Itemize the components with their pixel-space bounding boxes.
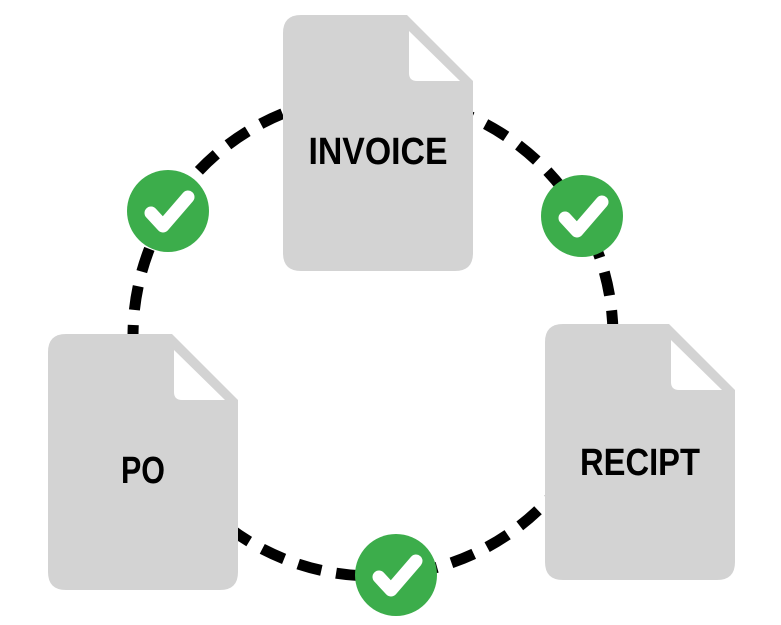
checkmark-badge-top-right — [541, 175, 623, 257]
document-invoice: INVOICE — [283, 15, 473, 271]
check-icon — [558, 195, 609, 238]
checkmark-badge-top-left — [127, 170, 209, 252]
check-icon — [144, 190, 195, 233]
document-label-receipt: RECIPT — [580, 442, 700, 484]
document-receipt: RECIPT — [545, 324, 735, 580]
document-label-po: PO — [121, 450, 165, 492]
document-label-invoice: INVOICE — [309, 131, 448, 173]
document-po: PO — [48, 334, 238, 590]
checkmark-badge-bottom — [355, 534, 437, 616]
document-fold-corner-icon — [671, 340, 722, 390]
check-icon — [372, 554, 423, 597]
document-fold-corner-icon — [409, 31, 460, 81]
document-fold-corner-icon — [174, 350, 225, 400]
